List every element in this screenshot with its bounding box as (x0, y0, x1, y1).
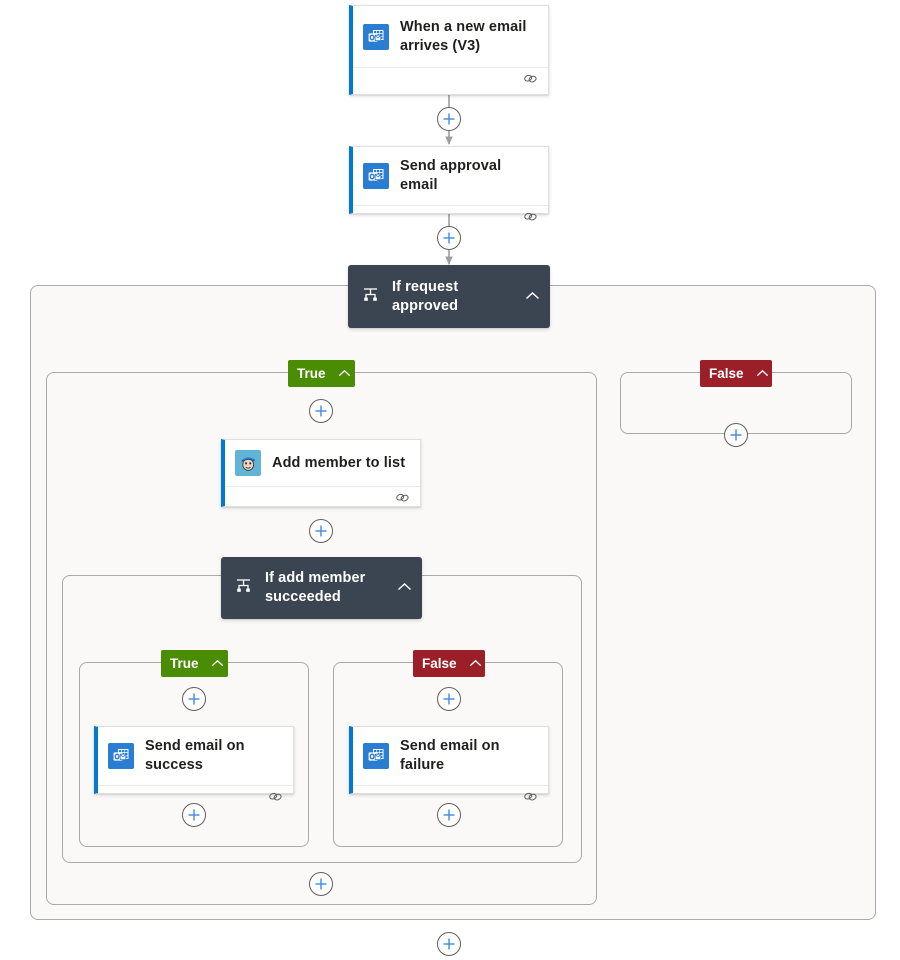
card-when-a-new-email-arrives[interactable]: When a new email arrives (V3) (349, 5, 549, 95)
card-body: When a new email arrives (V3) (353, 6, 548, 67)
chain-link-icon[interactable] (395, 491, 410, 509)
chevron-up-icon[interactable] (397, 579, 412, 597)
outlook-icon (363, 163, 389, 189)
add-step-inner-true-bottom[interactable] (182, 803, 206, 827)
add-step-icon (315, 878, 327, 890)
add-step-icon (443, 232, 455, 244)
add-step-after-send-approval[interactable] (437, 226, 461, 250)
condition-title: If add member succeeded (265, 570, 366, 605)
card-title: Send approval email (400, 158, 502, 193)
add-step-outer-false-branch[interactable] (724, 423, 748, 447)
card-title: When a new email arrives (V3) (400, 18, 527, 54)
condition-icon (362, 286, 379, 308)
chevron-up-icon[interactable] (756, 365, 769, 383)
card-footer (353, 785, 548, 812)
chain-link-icon[interactable] (523, 790, 538, 808)
add-step-icon (188, 693, 200, 705)
branch-label: True (297, 366, 326, 381)
branch-badge-inner-false[interactable]: False (413, 650, 485, 677)
branch-label: False (709, 366, 744, 381)
branch-badge-inner-true[interactable]: True (161, 650, 228, 677)
branch-badge-outer-true[interactable]: True (288, 360, 355, 387)
card-send-approval-email[interactable]: Send approval email (349, 146, 549, 221)
chevron-up-icon[interactable] (211, 655, 224, 673)
branch-label: False (422, 656, 457, 671)
condition-title: If request approved (392, 278, 459, 314)
add-step-inner-true-top[interactable] (182, 687, 206, 711)
branch-label: True (170, 656, 199, 671)
add-step-inner-false-top[interactable] (437, 687, 461, 711)
card-body: Add member to list (225, 440, 420, 486)
card-send-email-on-failure[interactable]: Send email on failure (349, 726, 549, 801)
add-step-icon (730, 429, 742, 441)
add-step-outer-true-top[interactable] (309, 399, 333, 423)
chevron-up-icon[interactable] (525, 288, 540, 306)
add-step-icon (315, 525, 327, 537)
add-step-icon (188, 809, 200, 821)
card-footer (225, 486, 420, 513)
add-step-icon (443, 809, 455, 821)
outlook-icon (363, 743, 389, 769)
card-body: Send email on success (98, 727, 293, 785)
card-footer (353, 67, 548, 94)
card-title: Add member to list (272, 454, 406, 471)
add-step-icon (443, 113, 455, 125)
chevron-up-icon[interactable] (338, 365, 351, 383)
add-step-inner-false-bottom[interactable] (437, 803, 461, 827)
add-step-outer-true-bottom[interactable] (309, 872, 333, 896)
card-title: Send email on failure (400, 738, 500, 773)
add-step-icon (443, 693, 455, 705)
add-step-after-trigger[interactable] (437, 107, 461, 131)
condition-if-add-member-succeeded[interactable]: If add member succeeded (221, 557, 422, 619)
outlook-icon (363, 23, 389, 50)
card-body: Send email on failure (353, 727, 548, 785)
chevron-up-icon[interactable] (469, 655, 482, 673)
condition-icon (235, 577, 252, 599)
outlook-icon (108, 743, 134, 769)
add-step-icon (315, 405, 327, 417)
chain-link-icon[interactable] (523, 72, 538, 90)
condition-if-request-approved[interactable]: If request approved (348, 265, 550, 328)
chain-link-icon[interactable] (268, 790, 283, 808)
add-step-after-add-member[interactable] (309, 519, 333, 543)
card-send-email-on-success[interactable]: Send email on success (94, 726, 294, 801)
card-body: Send approval email (353, 147, 548, 205)
card-add-member-to-list[interactable]: Add member to list (221, 439, 421, 507)
card-title: Send email on success (145, 738, 245, 773)
card-footer (353, 205, 548, 232)
chain-link-icon[interactable] (523, 210, 538, 228)
mailchimp-icon (235, 450, 261, 476)
card-footer (98, 785, 293, 812)
add-step-icon (443, 938, 455, 950)
add-step-flow-bottom[interactable] (437, 932, 461, 956)
branch-badge-outer-false[interactable]: False (700, 360, 772, 387)
